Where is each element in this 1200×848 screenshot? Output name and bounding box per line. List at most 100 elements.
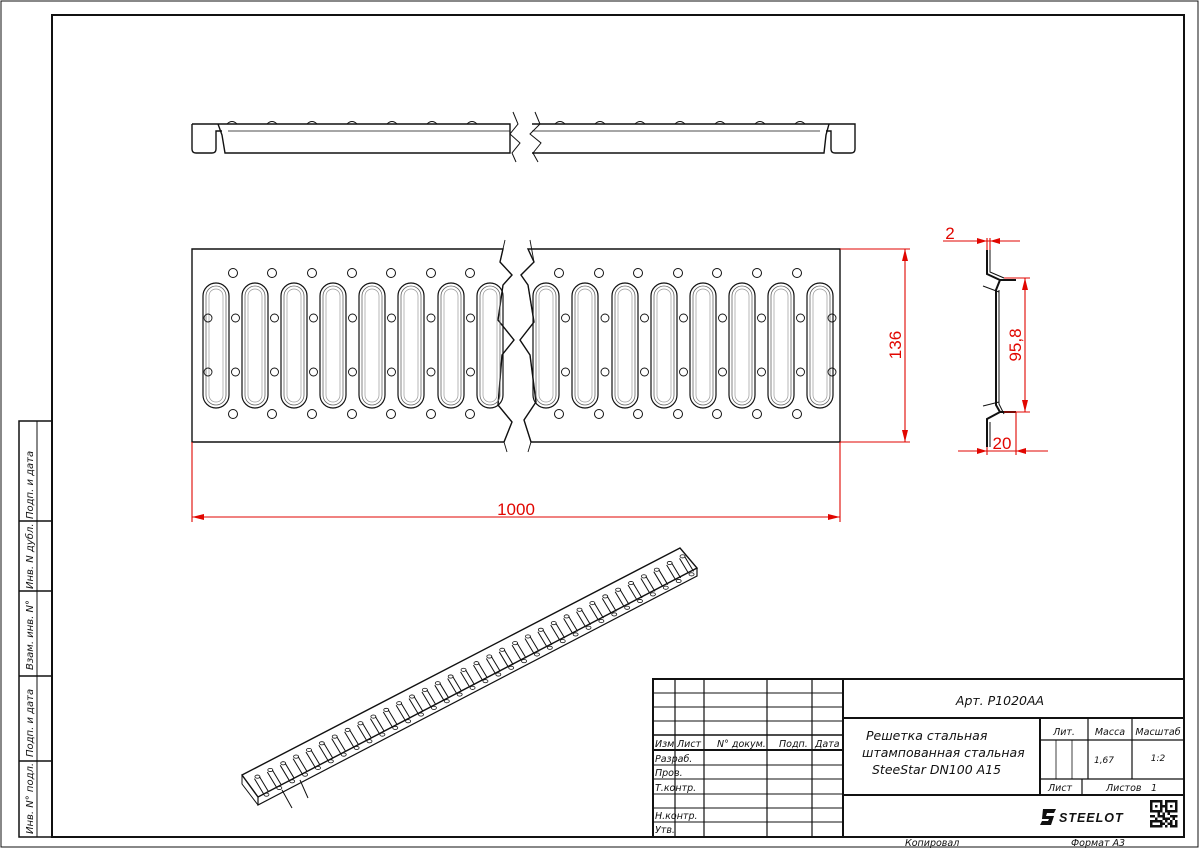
iso-hole	[482, 679, 489, 684]
hole	[466, 367, 475, 377]
hole	[718, 313, 727, 323]
qr-module	[1150, 802, 1153, 805]
col-date: Дата	[814, 739, 840, 750]
iso-slot	[498, 649, 514, 668]
iso-hole	[534, 652, 540, 657]
iso-hole	[431, 705, 437, 710]
qr-module	[1160, 807, 1163, 810]
profile-bump	[386, 121, 398, 125]
qr-module	[1160, 800, 1163, 803]
iso-hole	[675, 579, 682, 584]
iso-hole	[550, 621, 557, 626]
iso-hole	[447, 674, 454, 679]
qr-module	[1165, 800, 1168, 803]
side-label-vzam-inv: Взам. инв. N°	[25, 600, 36, 670]
iso-slot	[627, 582, 643, 601]
scale-label: Масштаб	[1135, 727, 1180, 738]
iso-slot	[292, 756, 308, 774]
hole	[600, 313, 610, 323]
isometric-view-grate	[240, 547, 699, 809]
slot-outline	[656, 288, 672, 403]
iso-hole	[379, 732, 386, 737]
slot-outline	[208, 288, 224, 403]
col-list: Лист	[676, 739, 702, 750]
row-prov: Пров.	[655, 768, 683, 779]
qr-module	[1170, 815, 1173, 818]
slot-outline	[767, 282, 795, 409]
hole	[561, 367, 570, 377]
slot-outline	[770, 285, 792, 406]
iso-slot	[369, 716, 385, 734]
iso-slot	[357, 722, 372, 741]
profile-bump	[674, 121, 686, 125]
mass-value: 1,67	[1094, 756, 1114, 766]
qr-module	[1155, 817, 1158, 820]
qr-module	[1172, 817, 1175, 820]
hole	[270, 367, 279, 377]
qr-module	[1167, 817, 1170, 820]
qr-module	[1165, 807, 1168, 810]
qr-module	[1172, 825, 1175, 828]
hole	[673, 268, 683, 278]
hole	[426, 367, 436, 377]
slot-outline	[535, 285, 557, 406]
hole	[712, 409, 722, 419]
hole	[228, 409, 238, 419]
profile-bump	[426, 121, 438, 125]
hole	[554, 409, 564, 419]
slot-outline	[397, 282, 425, 409]
iso-slot	[563, 616, 579, 634]
row-razrab: Разраб.	[655, 754, 692, 765]
qr-module	[1165, 817, 1168, 820]
iso-hole	[679, 554, 686, 559]
hole	[594, 409, 604, 419]
hole	[231, 313, 240, 323]
title-line-2: штампованная стальная	[862, 745, 1025, 760]
qr-module	[1165, 805, 1168, 808]
iso-slot	[254, 776, 269, 794]
iso-slot	[550, 622, 566, 641]
title-line-1: Решетка стальная	[866, 728, 988, 743]
iso-slot	[473, 662, 488, 681]
slot-outline	[773, 288, 789, 403]
iso-hole	[344, 727, 351, 732]
dimension-width: 136	[840, 248, 910, 443]
slot-outline	[650, 282, 678, 409]
hole	[309, 367, 318, 377]
iso-slot	[485, 656, 501, 674]
slot-outline	[322, 285, 344, 406]
qr-module	[1160, 810, 1163, 813]
row-utv: Утв.	[655, 825, 675, 836]
hole	[792, 409, 802, 419]
cross-section-view	[982, 250, 1016, 447]
hole	[347, 409, 357, 419]
side-label-podp-data-1: Подп. и дата	[25, 451, 36, 519]
dim-depth-label: 20	[993, 434, 1012, 453]
iso-hole	[499, 647, 506, 652]
side-strip: Подп. и дата Инв. N дубл. Взам. инв. N° …	[18, 420, 53, 838]
slot-outline	[614, 285, 636, 406]
hole	[679, 313, 688, 323]
qr-module	[1165, 810, 1168, 813]
iso-hole	[392, 725, 399, 730]
slot-outline	[358, 282, 386, 409]
iso-hole	[650, 592, 656, 597]
lit-label: Лит.	[1052, 727, 1075, 738]
hole	[466, 313, 475, 323]
slot-outline	[734, 288, 750, 403]
slot-outline	[325, 288, 341, 403]
iso-slot	[395, 702, 411, 721]
hole	[561, 313, 570, 323]
hole	[231, 367, 240, 377]
hole	[712, 268, 722, 278]
iso-slot	[679, 556, 694, 574]
iso-hole	[353, 745, 360, 750]
iso-hole	[340, 752, 347, 757]
slot-outline	[202, 282, 230, 409]
hole	[757, 313, 766, 323]
profile-bump	[266, 121, 278, 125]
slot-outline	[443, 288, 459, 403]
qr-module	[1167, 812, 1170, 815]
iso-slot	[576, 609, 591, 628]
slot-outline	[476, 282, 504, 409]
